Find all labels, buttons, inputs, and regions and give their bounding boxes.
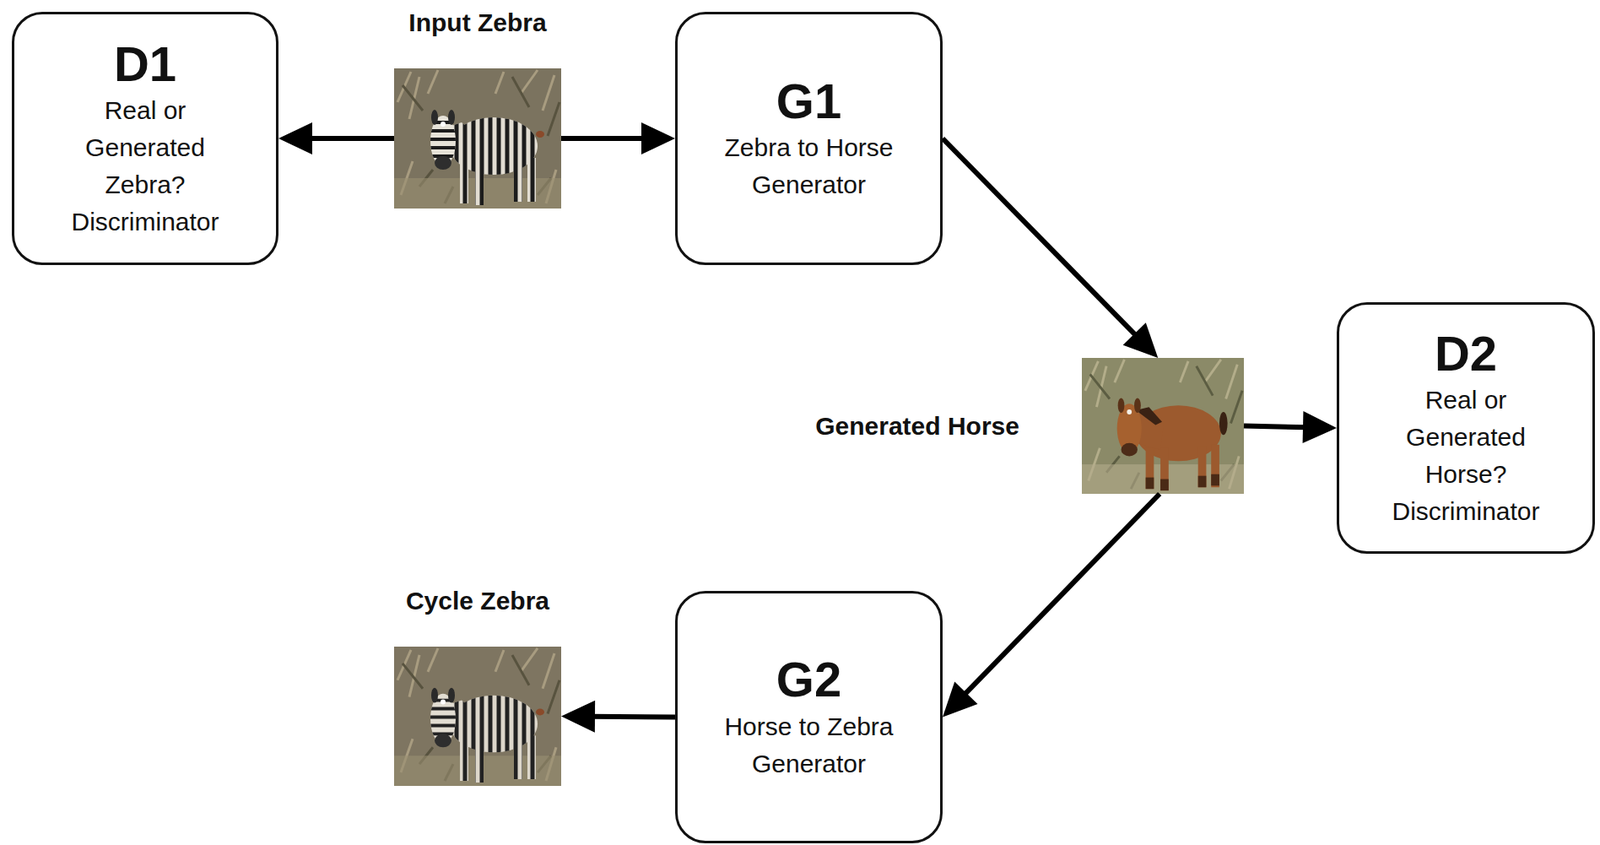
generator-box: G1Zebra to Horse Generator: [675, 11, 943, 265]
connector-line: [591, 713, 676, 720]
node-description: Horse to Zebra Generator: [712, 708, 907, 783]
image-label: Input Zebra: [408, 7, 546, 38]
connector-arrow: [942, 138, 1158, 358]
node-id: D1: [113, 36, 177, 93]
connector-arrow: [561, 122, 676, 155]
node-id: D2: [1434, 325, 1498, 383]
connector-line: [308, 135, 395, 141]
image-frame: Cycle Zebra: [394, 646, 562, 786]
horse-photo: [1081, 357, 1244, 494]
zebra-photo: [394, 68, 562, 209]
connector-arrow: [1243, 410, 1337, 444]
image-frame: Generated Horse: [1081, 357, 1244, 494]
node-id: G2: [776, 651, 842, 709]
image-label: Cycle Zebra: [405, 585, 550, 617]
node-description: Zebra to Horse Generator: [712, 129, 907, 204]
connector-line: [561, 135, 645, 141]
image-label: Generated Horse: [815, 410, 1020, 442]
arrowhead: [278, 122, 313, 155]
node-description: Real or Generated Horse? Discriminator: [1375, 381, 1557, 530]
connector-line: [942, 138, 1137, 336]
arrowhead: [561, 700, 595, 733]
arrowhead: [641, 122, 676, 155]
connector-line: [1243, 426, 1307, 428]
image-frame: Input Zebra: [394, 68, 562, 209]
arrowhead: [1123, 322, 1159, 358]
connector-arrow: [278, 122, 395, 155]
arrowhead: [1302, 410, 1337, 444]
generator-box: G2Horse to Zebra Generator: [675, 590, 943, 844]
node-id: G1: [776, 73, 842, 130]
connector-line: [963, 493, 1160, 696]
connector-arrow: [942, 493, 1160, 718]
discriminator-box: D2Real or Generated Horse? Discriminator: [1336, 302, 1595, 554]
node-description: Real or Generated Zebra? Discriminator: [54, 91, 237, 241]
arrowhead: [942, 681, 979, 718]
zebra-photo: [394, 646, 562, 786]
connector-arrow: [561, 700, 676, 733]
discriminator-box: D1Real or Generated Zebra? Discriminator: [11, 11, 279, 265]
